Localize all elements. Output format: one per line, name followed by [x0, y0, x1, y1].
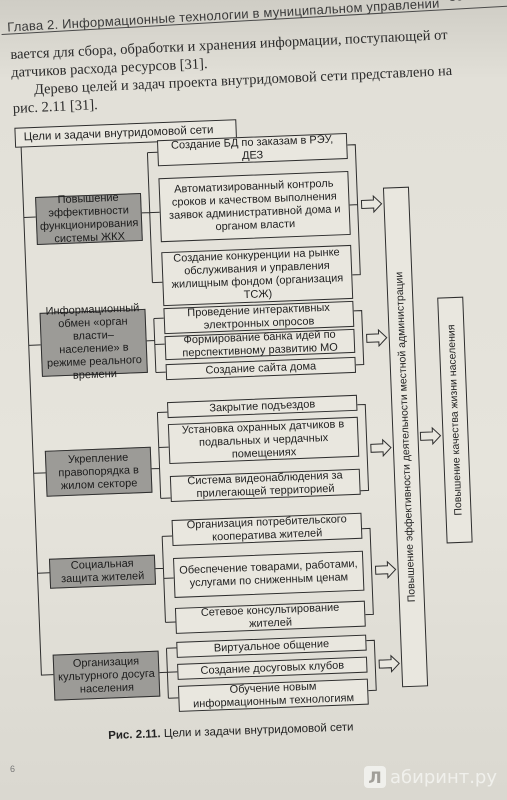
category-box: Укрепление правопорядка в жилом секторе	[44, 446, 153, 497]
watermark-text: абиринт.ру	[389, 766, 497, 788]
category-box: Социальная защита жителей	[48, 554, 157, 589]
right-bracket-5	[366, 639, 377, 692]
category-box: Повышение эффективности функционирования…	[35, 192, 143, 245]
arrow-right-icon	[360, 194, 383, 214]
task-box: Установка охранных датчиков в подвальных…	[167, 416, 360, 465]
caption-label: Рис. 2.11.	[108, 728, 161, 742]
task-box: Создание конкуренции на рынке обслуживан…	[161, 244, 354, 307]
right-bracket-1	[347, 144, 361, 276]
category-box: Информационный обмен «орган власти–насел…	[39, 302, 148, 382]
goal-tree-diagram: Цели и задачи внутридомовой сети Повышен…	[8, 100, 501, 738]
arrow-right-icon	[374, 560, 397, 579]
corner-mark: 6	[10, 764, 16, 774]
outcome-quality-label: Повышение качества жизни населения	[445, 324, 465, 516]
branch-4	[155, 535, 176, 623]
page-number: 83	[448, 0, 463, 4]
branch-5	[159, 647, 179, 699]
category-box: Организация культурного досуга населения	[52, 650, 161, 701]
watermark: Л абиринт.ру	[363, 766, 497, 788]
right-bracket-4	[362, 527, 374, 616]
connector-lines	[20, 138, 442, 699]
arrow-right-icon	[370, 438, 392, 458]
right-bracket-2	[353, 310, 365, 366]
branch-2	[146, 317, 166, 374]
branch-3	[151, 411, 171, 499]
task-box: Обеспечение товарами, работами, услугами…	[173, 550, 365, 598]
labirint-logo-icon: Л	[363, 766, 386, 788]
right-bracket-3	[357, 403, 370, 492]
arrow-right-icon	[419, 426, 442, 446]
task-box: Автоматизированный контроль сроков и кач…	[158, 170, 351, 243]
arrow-right-icon	[366, 328, 388, 348]
arrow-right-icon	[378, 654, 400, 673]
branch-1	[141, 151, 163, 284]
